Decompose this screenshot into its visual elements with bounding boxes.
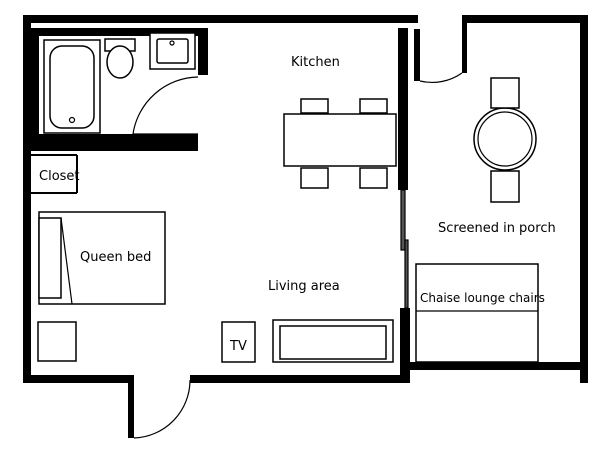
wall-left-main [23,15,31,383]
bathroom-walls [31,28,208,151]
bathroom-wall-inner [31,28,208,151]
queen-bed-label: Queen bed [80,250,151,265]
chair-top-left [300,98,329,114]
porch-walls [408,15,588,383]
porch-door [414,29,463,84]
porch-door-arc [419,72,463,84]
chair-top-right [359,98,388,114]
sofa [272,319,394,363]
porch-table-inner [477,111,533,167]
living-area-label: Living area [268,279,340,294]
closet: Closet [31,154,80,194]
toilet-bowl [106,45,134,79]
sliding-door-panel-2 [404,239,409,309]
bathtub-drain [68,116,76,124]
screened-porch-label: Screened in porch [438,221,556,236]
kitchen-label: Kitchen [291,55,340,70]
dresser [37,321,77,362]
kitchen: Kitchen [283,55,397,189]
dining-table [283,113,397,167]
sofa-seat [279,325,387,360]
sliding-door-panel-1 [400,189,406,251]
porch-table [473,107,537,171]
porch-bistro-set [473,77,537,203]
chair-bottom-left [300,167,329,189]
wall-right-lower [400,308,410,380]
porch-chair-top [490,77,520,109]
porch-wall-right [580,15,588,383]
exterior-walls [23,15,418,383]
entry-door [128,375,191,439]
tv-label: TV [229,339,247,354]
porch-door-leaf [414,29,420,81]
bed-pillow [38,217,62,299]
bathroom-fixtures [43,32,196,134]
entry-door-leaf [128,375,134,438]
tv-cabinet [221,321,256,363]
wall-bottom-left [23,375,133,383]
sink-faucet [169,40,175,46]
porch-wall-top [462,15,587,23]
porch-wall-top-stub [462,15,467,73]
sliding-door [400,189,409,309]
chaise-lounge-chairs: Chaise lounge chairs [415,263,545,363]
queen-bed: Queen bed [38,211,166,305]
porch-wall-bottom [408,362,588,370]
chaise-frame [415,263,539,363]
closet-label: Closet [39,169,80,184]
sink-basin [156,38,189,64]
porch-chair-bottom [490,170,520,203]
wall-right-upper [398,28,408,190]
bathtub-inner [49,45,95,129]
entry-door-arc [133,379,191,439]
wall-bottom-right [190,375,410,383]
bed-blanket-fold [60,217,73,305]
chaise-label: Chaise lounge chairs [420,291,545,305]
tv: TV [221,321,256,363]
chair-bottom-right [359,167,388,189]
wall-top-main [23,15,418,23]
bathroom-door-arc [132,76,199,135]
